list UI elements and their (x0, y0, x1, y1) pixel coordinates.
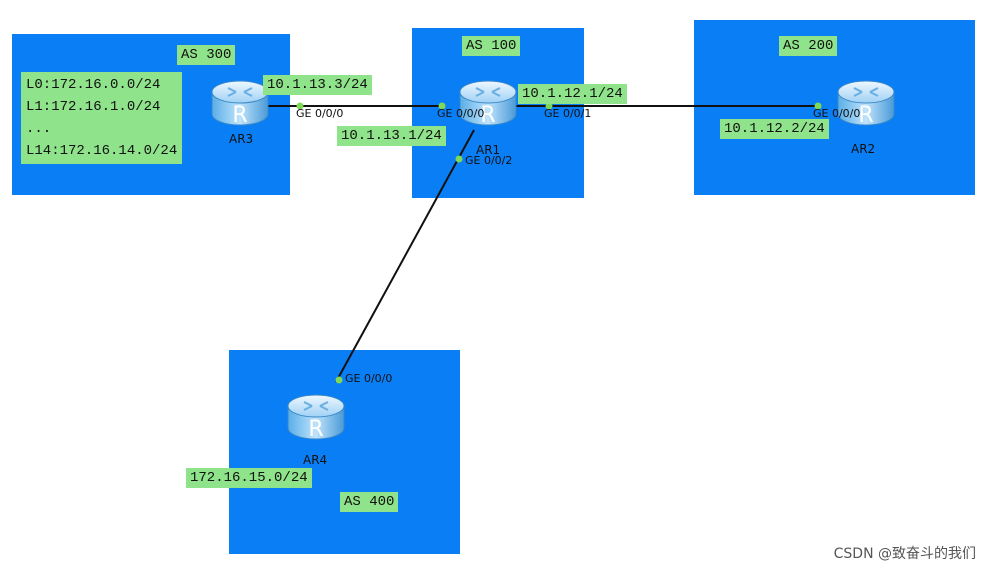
router-ar1-name: AR1 (476, 143, 501, 157)
ar3-ge000-address: 10.1.13.3/24 (263, 75, 372, 95)
router-ar3-name: AR3 (229, 132, 254, 146)
network-entry: L1:172.16.1.0/24 (26, 99, 161, 115)
port-dot-ar2-ge000 (814, 102, 822, 110)
ar2-ge000-address: 10.1.12.2/24 (720, 119, 829, 139)
as100-label: AS 100 (462, 36, 521, 56)
port-dot-ar1-ge001 (545, 102, 553, 110)
port-dot-ar1-ge002 (455, 155, 463, 163)
router-ar2-name: AR2 (851, 142, 876, 156)
ar1-ge000-address: 10.1.13.1/24 (337, 126, 446, 146)
link-ar1-ar4[interactable] (335, 129, 475, 383)
ar3-port-ge000: GE 0/0/0 (296, 107, 344, 120)
router-glyph: R (480, 103, 495, 128)
ar1-port-ge002: GE 0/0/2 (465, 154, 513, 167)
as300-label: AS 300 (177, 45, 236, 65)
ar1-port-ge000: GE 0/0/0 (437, 107, 485, 120)
network-entry: L0:172.16.0.0/24 (26, 77, 161, 93)
router-ar3-icon[interactable]: R (210, 78, 270, 128)
router-glyph: R (858, 103, 873, 128)
ar1-port-ge001: GE 0/0/1 (544, 107, 592, 120)
router-glyph: R (232, 103, 247, 128)
network-entry: L14:172.16.14.0/24 (26, 143, 178, 159)
port-dot-ar3-ge000 (296, 102, 304, 110)
ar2-port-ge000: GE 0/0/0 (813, 107, 861, 120)
as400-area (229, 350, 460, 554)
ar4-port-ge000: GE 0/0/0 (345, 372, 393, 385)
port-dot-ar1-ge000 (438, 102, 446, 110)
ar4-network-address: 172.16.15.0/24 (186, 468, 312, 488)
port-dot-ar4-ge000 (335, 376, 343, 384)
as200-label: AS 200 (779, 36, 838, 56)
router-glyph: R (308, 417, 323, 442)
router-ar4-icon[interactable]: R (286, 392, 346, 442)
watermark: CSDN @致奋斗的我们 (833, 546, 976, 562)
ar1-ge001-address: 10.1.12.1/24 (518, 84, 627, 104)
router-ar2-icon[interactable]: R (836, 78, 896, 128)
router-ar4-name: AR4 (303, 453, 328, 467)
as400-label: AS 400 (340, 492, 399, 512)
network-entry: ... (26, 121, 52, 137)
router-ar1-icon[interactable]: R (458, 78, 518, 128)
ar3-network-list: L0:172.16.0.0/24 L1:172.16.1.0/24 ... L1… (21, 72, 183, 164)
